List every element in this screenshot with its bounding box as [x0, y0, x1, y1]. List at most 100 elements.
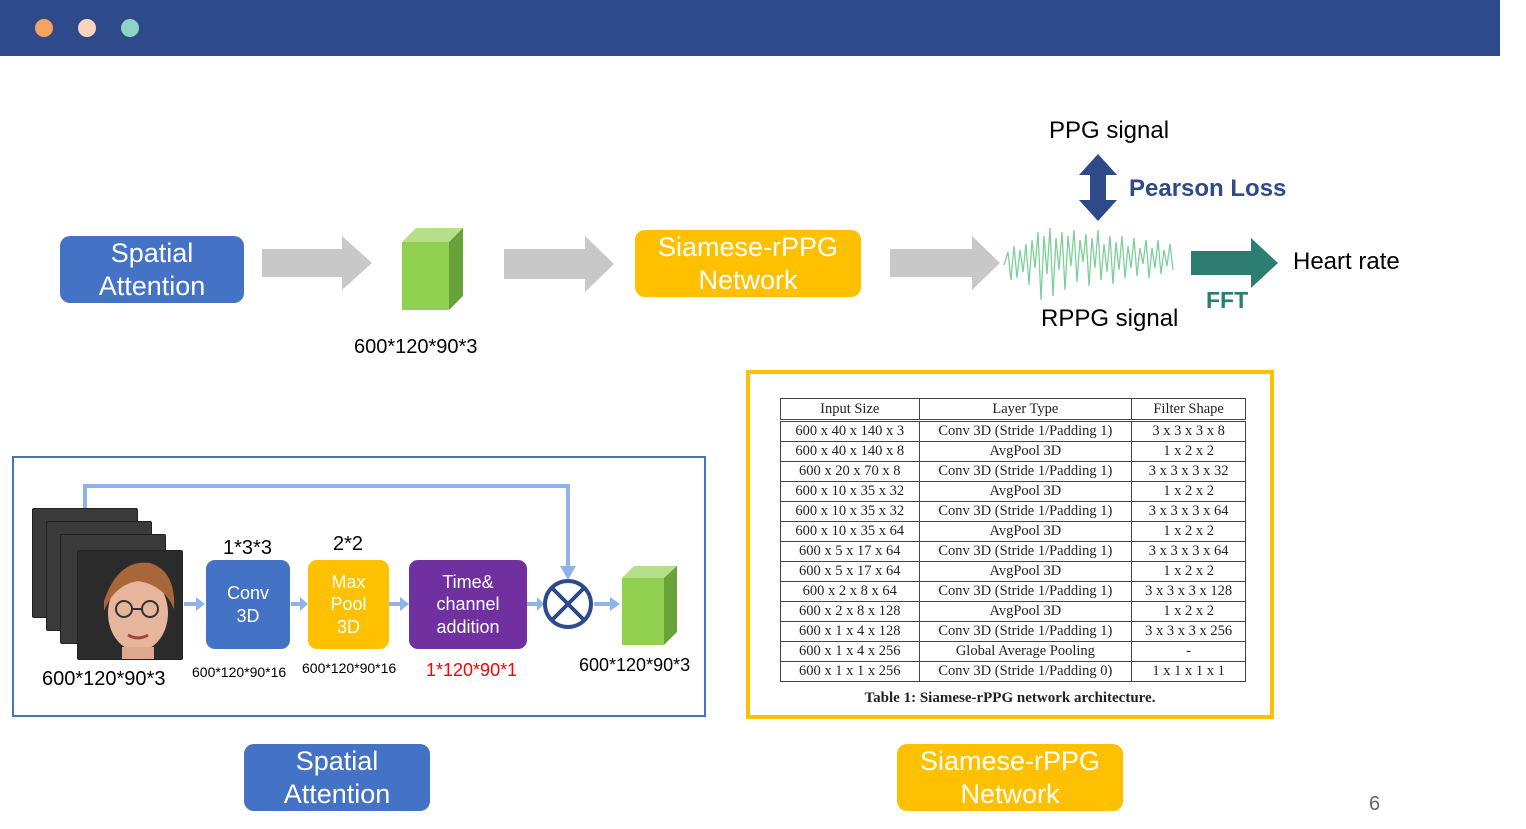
- double-arrow-icon: [1079, 154, 1117, 221]
- table-cell: 1 x 2 x 2: [1131, 561, 1246, 582]
- table-cell: AvgPool 3D: [918, 561, 1133, 582]
- face-icon: [104, 562, 175, 659]
- output-size-label: 600*120*90*3: [579, 655, 691, 675]
- table-cell: 600 x 40 x 140 x 3: [780, 419, 920, 442]
- table-caption: Table 1: Siamese-rPPG network architectu…: [864, 690, 1156, 706]
- table-cell: Conv 3D (Stride 1/Padding 0): [918, 661, 1133, 682]
- table-cell: 600 x 1 x 4 x 128: [780, 621, 920, 642]
- rppg-waveform-icon: [1003, 227, 1174, 301]
- table-cell: 600 x 40 x 140 x 8: [780, 441, 920, 462]
- table-header: Filter Shape: [1131, 398, 1246, 421]
- table-cell: 1 x 2 x 2: [1131, 481, 1246, 502]
- table-cell: Global Average Pooling: [918, 641, 1133, 662]
- table-header-row: Input Size Layer Type Filter Shape: [780, 398, 1246, 421]
- table-cell: Conv 3D (Stride 1/Padding 1): [918, 541, 1133, 562]
- table-cell: 600 x 20 x 70 x 8: [780, 461, 920, 482]
- table-cell: 600 x 10 x 35 x 32: [780, 501, 920, 522]
- addition-output-label: 1*120*90*1: [426, 660, 518, 680]
- table-cell: Conv 3D (Stride 1/Padding 1): [918, 621, 1133, 642]
- window-dot-orange: [35, 19, 53, 37]
- table-cell: 3 x 3 x 3 x 128: [1131, 581, 1246, 602]
- fft-label: FFT: [1206, 287, 1249, 313]
- siamese-network-block: Siamese-rPPG Network: [635, 230, 861, 297]
- table-cell: -: [1131, 641, 1246, 662]
- table-cell: 600 x 2 x 8 x 64: [780, 581, 920, 602]
- pearson-loss-label: Pearson Loss: [1129, 175, 1287, 202]
- conv-output-label: 600*120*90*16: [192, 664, 287, 680]
- table-cell: 3 x 3 x 3 x 32: [1131, 461, 1246, 482]
- flow-arrows: [184, 597, 620, 611]
- table-cell: 3 x 3 x 3 x 8: [1131, 419, 1246, 442]
- time-channel-addition-label: Time& channel addition: [436, 571, 500, 637]
- conv3d-label: Conv 3D: [226, 583, 270, 626]
- table-cell: 600 x 10 x 35 x 32: [780, 481, 920, 502]
- spatial-attention-caption: Spatial Attention: [283, 746, 391, 809]
- table-cell: 600 x 5 x 17 x 64: [780, 561, 920, 582]
- input-size-label: 600*120*90*3: [42, 668, 166, 690]
- table-cell: 1 x 2 x 2: [1131, 521, 1246, 542]
- table-header: Layer Type: [918, 398, 1133, 421]
- grey-arrow-2: [504, 236, 614, 292]
- page-number: 6: [1369, 793, 1381, 815]
- siamese-network-caption-block: Siamese-rPPG Network: [897, 744, 1123, 811]
- table-cell: AvgPool 3D: [918, 521, 1133, 542]
- table-cell: 600 x 5 x 17 x 64: [780, 541, 920, 562]
- skip-connection: [83, 484, 570, 566]
- table-cell: 3 x 3 x 3 x 64: [1131, 541, 1246, 562]
- output-cube-icon: [622, 566, 677, 645]
- table-cell: 600 x 10 x 35 x 64: [780, 521, 920, 542]
- table-cell: 1 x 1 x 1 x 1: [1131, 661, 1246, 682]
- time-channel-addition-block: Time& channel addition: [409, 560, 527, 649]
- spatial-attention-detail: [12, 456, 706, 717]
- rppg-signal-label: RPPG signal: [1041, 305, 1179, 332]
- spatial-attention-caption-block: Spatial Attention: [244, 744, 430, 811]
- architecture-table-panel: Input Size Layer Type Filter Shape 600 x…: [746, 370, 1274, 719]
- siamese-network-caption: Siamese-rPPG Network: [919, 746, 1101, 809]
- table-cell: 600 x 1 x 4 x 256: [780, 641, 920, 662]
- siamese-network-label: Siamese-rPPG Network: [657, 232, 839, 295]
- window-dot-teal: [121, 19, 139, 37]
- fft-arrow: [1191, 238, 1278, 288]
- table-cell: Conv 3D (Stride 1/Padding 1): [918, 461, 1133, 482]
- table-cell: AvgPool 3D: [918, 441, 1133, 462]
- grey-arrow-3: [890, 236, 1000, 290]
- table-cell: Conv 3D (Stride 1/Padding 1): [918, 501, 1133, 522]
- table-cell: Conv 3D (Stride 1/Padding 1): [918, 419, 1133, 442]
- multiply-icon: [543, 579, 593, 629]
- volume-size-label: 600*120*90*3: [354, 336, 478, 358]
- table-cell: AvgPool 3D: [918, 601, 1133, 622]
- table-cell: 3 x 3 x 3 x 256: [1131, 621, 1246, 642]
- table-cell: 600 x 1 x 1 x 256: [780, 661, 920, 682]
- conv-kernel-label: 1*3*3: [223, 537, 272, 559]
- table-header: Input Size: [780, 398, 920, 421]
- table-cell: AvgPool 3D: [918, 481, 1133, 502]
- table-cell: Conv 3D (Stride 1/Padding 1): [918, 581, 1133, 602]
- face-frame-front: [77, 550, 183, 660]
- table-cell: 3 x 3 x 3 x 64: [1131, 501, 1246, 522]
- pool-output-label: 600*120*90*16: [302, 660, 397, 676]
- window-dot-peach: [78, 19, 96, 37]
- pool-kernel-label: 2*2: [333, 533, 364, 555]
- spatial-attention-block: Spatial Attention: [60, 236, 244, 303]
- spatial-attention-label: Spatial Attention: [98, 238, 206, 301]
- title-bar: [0, 0, 1500, 56]
- maxpool3d-label: Max Pool 3D: [330, 571, 367, 637]
- conv3d-block: Conv 3D: [206, 560, 290, 649]
- architecture-table: Input Size Layer Type Filter Shape 600 x…: [780, 398, 1246, 682]
- volume-cube-icon: [402, 228, 463, 310]
- table-cell: 600 x 2 x 8 x 128: [780, 601, 920, 622]
